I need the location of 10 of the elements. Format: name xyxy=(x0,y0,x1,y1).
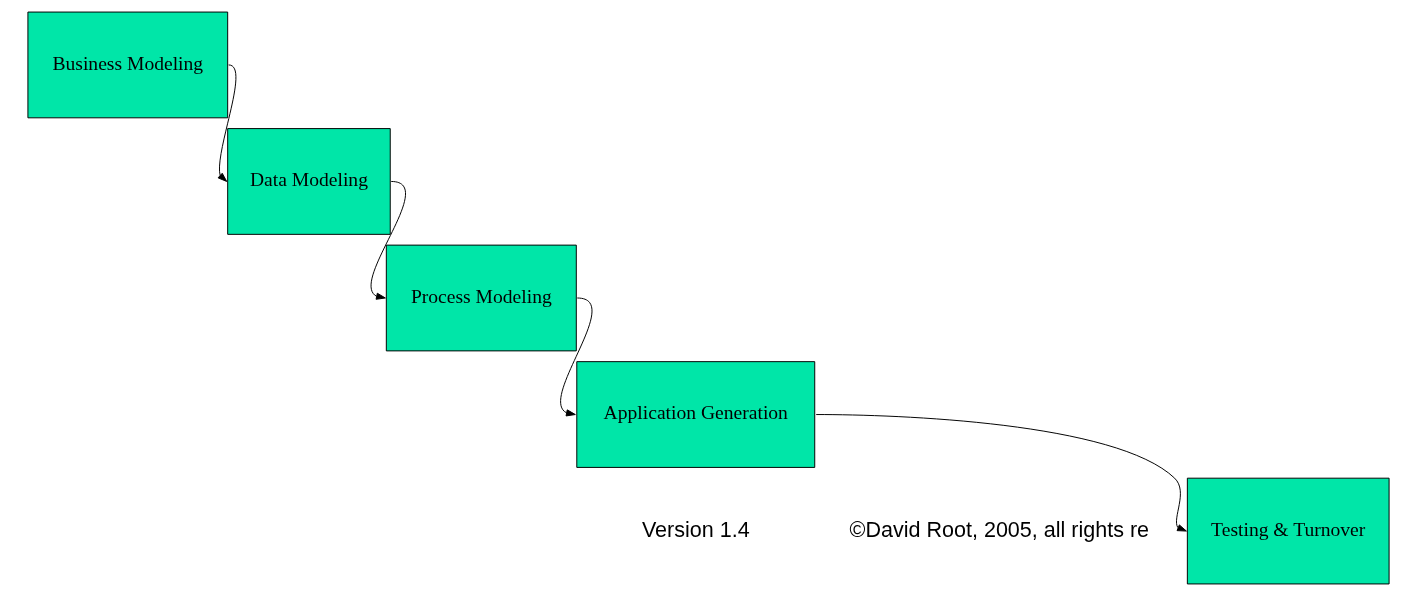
node-box: Data Modeling xyxy=(226,128,391,235)
arrow xyxy=(815,414,1187,532)
node-box: Testing & Turnover xyxy=(1186,477,1390,585)
node-box: Application Generation xyxy=(575,361,815,468)
node-box: Process Modeling xyxy=(385,244,577,352)
node-box: Business Modeling xyxy=(26,11,228,119)
arrow xyxy=(559,297,592,417)
label: ©David Root, 2005, all rights re xyxy=(849,517,1149,542)
arrow xyxy=(370,181,406,300)
label: Version 1.4 xyxy=(641,517,750,542)
